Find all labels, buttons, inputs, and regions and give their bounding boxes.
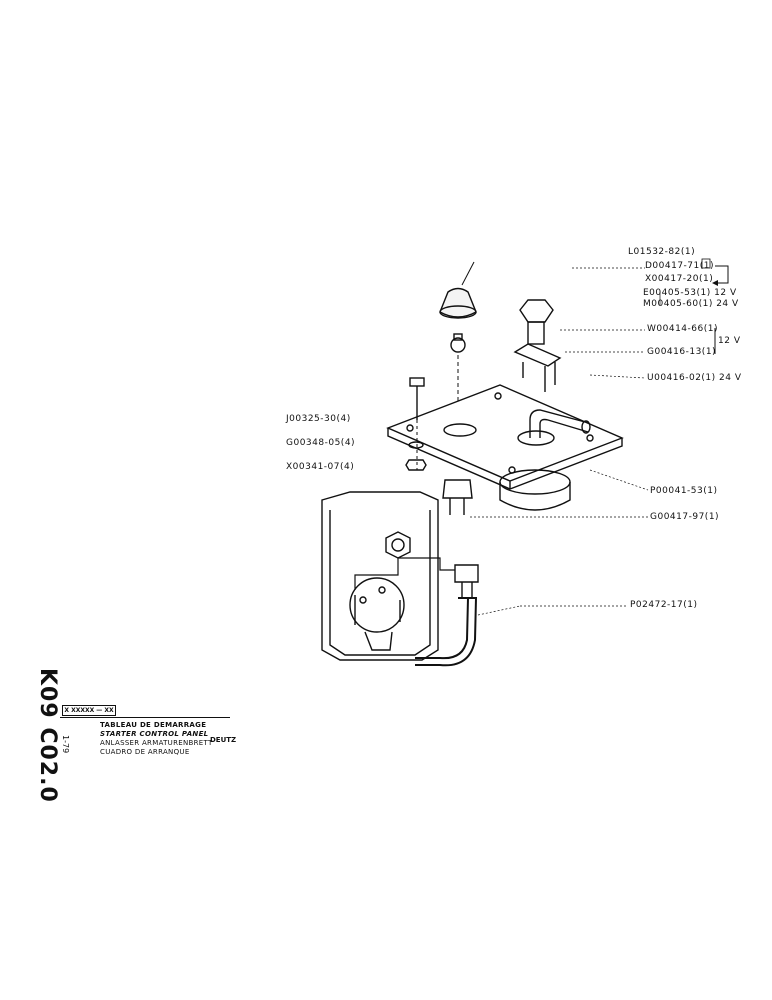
title-fr: TABLEAU DE DEMARRAGE <box>100 721 207 729</box>
callout-x00341: X00341-07(4) <box>286 462 355 472</box>
callout-g00417: G00417-97(1) <box>650 512 720 522</box>
callout-p00041: P00041-53(1) <box>650 486 718 496</box>
push-switch <box>513 299 562 392</box>
callout-j00325: J00325-30(4) <box>286 414 351 424</box>
callout-m00405: M00405-60(1) 24 V <box>643 299 739 309</box>
washer <box>408 441 424 449</box>
screw <box>409 377 425 470</box>
callout-l01532: L01532-82(1) <box>628 247 696 257</box>
mounting-plate <box>386 384 624 490</box>
page-code: K09 C02.0 <box>35 668 60 803</box>
callout-d00417: D00417-71(1) <box>645 261 715 271</box>
callout-w00414: W00414-66(1) <box>647 324 718 334</box>
lamp-holder <box>442 479 473 515</box>
control-box-body <box>321 491 439 661</box>
title-en: STARTER CONTROL PANEL <box>100 730 209 738</box>
callout-u00416: U00416-02(1) 24 V <box>647 373 742 383</box>
callout-x00417: X00417-20(1) <box>645 274 714 284</box>
callout-g00416: G00416-13(1) <box>647 347 717 357</box>
wiring-harness <box>354 557 479 667</box>
bulb-cap <box>439 261 477 319</box>
title-es: CUADRO DE ARRANQUE <box>100 748 190 756</box>
ref-box: X XXXXX — XX <box>62 705 116 716</box>
brand-label: DEUTZ <box>210 736 237 744</box>
leader-lines <box>470 267 661 616</box>
callout-e00405: E00405-53(1) 12 V <box>643 288 737 298</box>
title-de: ANLASSER ARMATURENBRETT <box>100 739 213 747</box>
bulb <box>450 333 466 353</box>
title-block: X XXXXX — XX TABLEAU DE DEMARRAGE STARTE… <box>60 705 236 761</box>
title-divider <box>60 717 230 718</box>
nut <box>405 459 427 471</box>
callout-g00348: G00348-05(4) <box>286 438 356 448</box>
voltage-12v-label: 12 V <box>718 336 741 346</box>
callout-p02472: P02472-17(1) <box>630 600 698 610</box>
ignition-cylinder <box>499 409 591 511</box>
